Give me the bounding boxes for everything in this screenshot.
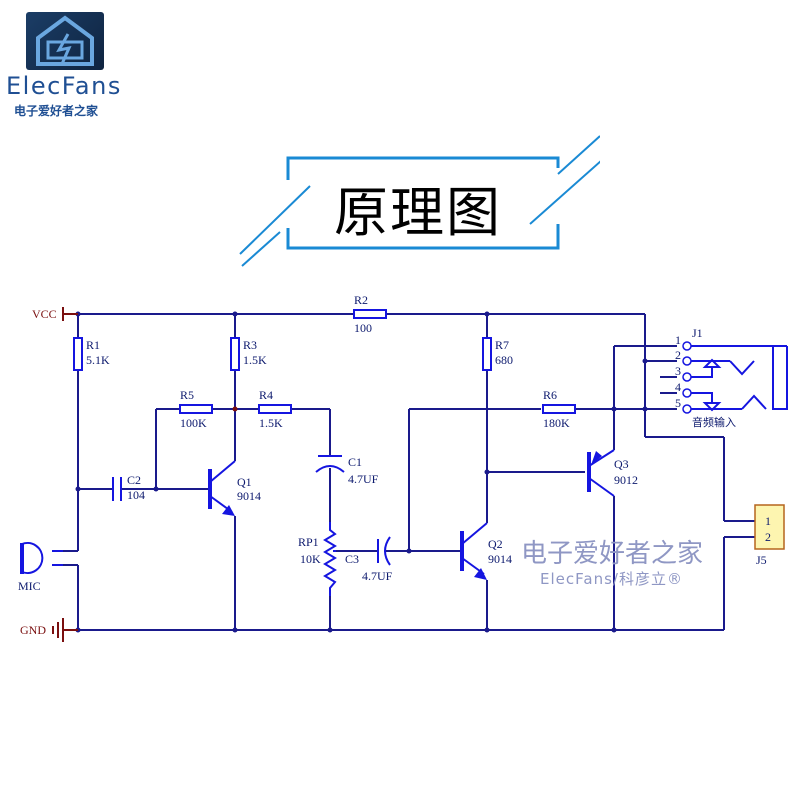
resistor-r5 xyxy=(179,404,213,414)
r4-value: 1.5K xyxy=(259,416,283,430)
r5-value: 100K xyxy=(180,416,207,430)
watermark-en: ElecFans/科彦立® xyxy=(540,570,683,588)
j1-pin-2-label: 2 xyxy=(675,348,681,362)
transistor-q1 xyxy=(208,460,236,516)
logo-subtitle: 电子爱好者之家 xyxy=(14,104,99,118)
elecfans-logo: ElecFans 电子爱好者之家 xyxy=(0,0,140,120)
connector-j5 xyxy=(754,504,785,550)
r1-value: 5.1K xyxy=(86,353,110,367)
j5-ref: J5 xyxy=(756,553,767,567)
c2-value: 104 xyxy=(127,488,145,502)
r6-ref: R6 xyxy=(543,388,557,402)
vcc-symbol xyxy=(62,307,78,321)
r1-ref: R1 xyxy=(86,338,100,352)
gnd-symbol xyxy=(52,618,78,642)
r2-value: 100 xyxy=(354,321,372,335)
j1-caption: 音频输入 xyxy=(692,415,736,429)
j5-pin-1-label: 1 xyxy=(765,514,771,528)
r2-ref: R2 xyxy=(354,293,368,307)
j1-pin-5 xyxy=(682,404,692,414)
junctions xyxy=(75,311,648,633)
q3-value: 9012 xyxy=(614,473,638,487)
j5-pin-2-label: 2 xyxy=(765,530,771,544)
logo-brand: ElecFans xyxy=(6,72,122,100)
q1-value: 9014 xyxy=(237,489,261,503)
c1-ref: C1 xyxy=(348,455,362,469)
resistor-r2 xyxy=(353,309,387,319)
house-lightning-icon xyxy=(36,15,94,66)
resistor-r3 xyxy=(230,337,240,371)
rp1-value: 10K xyxy=(300,552,321,566)
resistor-r7 xyxy=(482,337,492,371)
title-frame xyxy=(239,135,603,267)
potentiometer-rp1 xyxy=(323,522,337,596)
capacitor-c2 xyxy=(112,477,122,501)
resistor-r1 xyxy=(73,337,83,371)
r3-ref: R3 xyxy=(243,338,257,352)
page-title: 原理图 xyxy=(334,181,502,244)
microphone-symbol xyxy=(20,542,63,574)
vcc-label: VCC xyxy=(32,307,57,321)
q2-ref: Q2 xyxy=(488,537,503,551)
resistor-r4 xyxy=(258,404,292,414)
r6-value: 180K xyxy=(543,416,570,430)
capacitor-c3 xyxy=(377,536,391,566)
title-banner: 原理图 xyxy=(230,128,603,268)
j1-ref: J1 xyxy=(692,326,703,340)
j1-pin-5-label: 5 xyxy=(675,396,681,410)
c2-ref: C2 xyxy=(127,473,141,487)
j1-pin-4-label: 4 xyxy=(675,380,681,394)
r4-ref: R4 xyxy=(259,388,273,402)
j1-pin-1 xyxy=(682,341,692,351)
q3-ref: Q3 xyxy=(614,457,629,471)
r3-value: 1.5K xyxy=(243,353,267,367)
r7-ref: R7 xyxy=(495,338,509,352)
c3-ref: C3 xyxy=(345,552,359,566)
capacitor-c1 xyxy=(315,455,345,473)
rp1-ref: RP1 xyxy=(298,535,319,549)
j1-pin-1-label: 1 xyxy=(675,333,681,347)
transistor-q2 xyxy=(460,522,488,580)
j1-pin-3 xyxy=(682,372,692,382)
resistor-r6 xyxy=(542,404,576,414)
watermark-cn: 电子爱好者之家 xyxy=(521,539,703,569)
q1-ref: Q1 xyxy=(237,475,252,489)
gnd-label: GND xyxy=(20,623,46,637)
transistor-q3 xyxy=(587,449,615,497)
r7-value: 680 xyxy=(495,353,513,367)
j1-pin-2 xyxy=(682,356,692,366)
c1-value: 4.7UF xyxy=(348,472,379,486)
mic-label: MIC xyxy=(18,579,41,593)
logo-emblem xyxy=(26,12,104,70)
j1-pin-4 xyxy=(682,388,692,398)
r5-ref: R5 xyxy=(180,388,194,402)
c3-value: 4.7UF xyxy=(362,569,393,583)
audio-jack-j1 xyxy=(682,341,788,414)
q2-value: 9014 xyxy=(488,552,512,566)
j1-pin-3-label: 3 xyxy=(675,364,681,378)
